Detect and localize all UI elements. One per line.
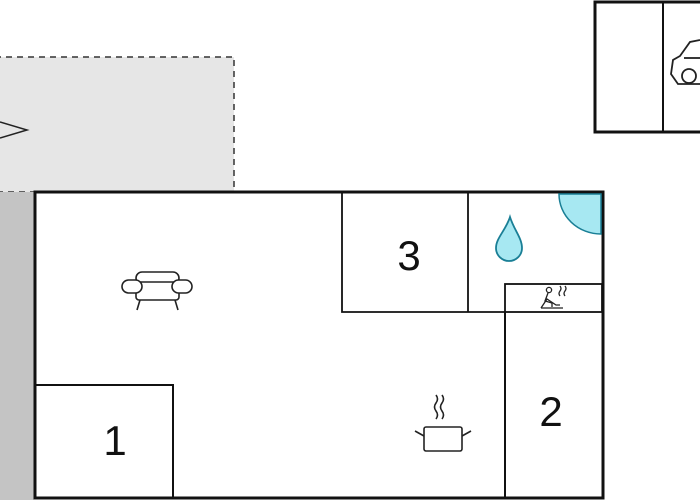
bathroom (467, 193, 602, 312)
shower-icon (558, 193, 602, 235)
terrace-area (0, 56, 235, 193)
room-3: 3 (341, 193, 505, 313)
sofa-icon (121, 271, 193, 311)
sauna-icon (540, 285, 567, 309)
room-2-number: 2 (539, 388, 562, 435)
room-1-number: 1 (103, 417, 126, 464)
water-drop-icon (495, 213, 523, 262)
sauna (504, 283, 603, 313)
entrance-arrow-icon (0, 121, 30, 139)
carport (593, 0, 700, 134)
car-icon (670, 39, 700, 85)
side-strip (0, 192, 34, 500)
room-3-number: 3 (397, 232, 420, 279)
cooking-pot-icon (414, 394, 472, 452)
room-2: 2 (504, 312, 563, 497)
room-1: 1 (36, 384, 174, 497)
